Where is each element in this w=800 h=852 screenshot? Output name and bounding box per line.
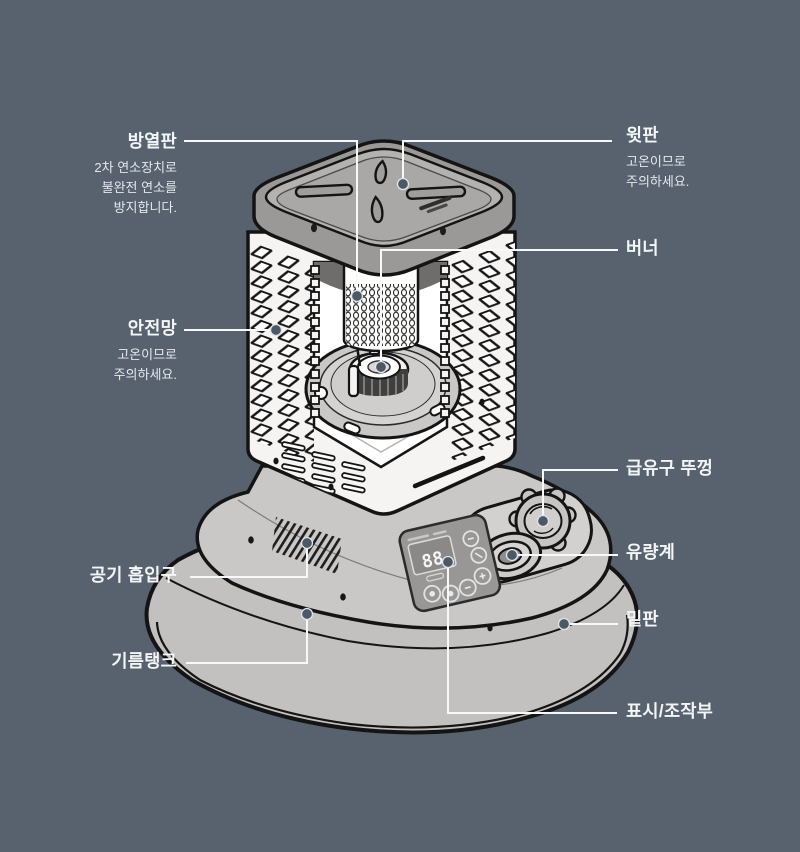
callout-line-heat-shield [184, 140, 358, 290]
callout-dot-air-intake [300, 536, 314, 550]
label-subtitle-line: 불완전 연소를 [101, 180, 177, 196]
display-digits: 88 [420, 548, 446, 573]
callout-dot-control-panel [441, 555, 455, 569]
label-air-intake: 공기 흡입구 [90, 565, 177, 586]
callout-dot-burner [374, 360, 388, 374]
label-subtitle-line: 고온이므로 [626, 154, 686, 169]
label-subtitle-line: 주의하세요. [626, 174, 690, 190]
callout-line-top-plate [402, 140, 612, 178]
callout-dot-top-plate [396, 177, 410, 191]
top-plate [252, 139, 516, 277]
callout-lines [184, 140, 618, 714]
safety-grille-left [248, 240, 314, 463]
label-subtitle: 고온이므로 주의하세요. [626, 152, 689, 192]
callout-line-control-panel [447, 568, 617, 714]
label-subtitle: 2차 연소장치로 불완전 연소를 방지합니다. [94, 158, 177, 218]
label-title: 기름탱크 [111, 651, 177, 671]
label-title: 급유구 뚜껑 [626, 458, 714, 478]
base-plate-rim [155, 614, 629, 729]
callout-line-air-intake [190, 549, 308, 578]
top-plate-slots [294, 159, 467, 224]
safety-grille-right [449, 239, 515, 462]
callout-line-oil-tank [186, 620, 308, 664]
callout-dot-heat-shield [350, 289, 364, 303]
callout-dot-base-plate [557, 617, 571, 631]
label-subtitle-line: 방지합니다. [113, 200, 177, 216]
label-oil-tank: 기름탱크 [111, 651, 177, 672]
lower-slot [412, 455, 486, 489]
label-title: 유량계 [626, 542, 676, 562]
label-title: 방열판 [127, 131, 177, 151]
label-heat-shield: 방열판 2차 연소장치로 불완전 연소를 방지합니다. [94, 131, 177, 218]
callout-dot-safety-grille [269, 323, 283, 337]
callout-dot-fuel-gauge [505, 548, 519, 562]
label-safety-grille: 안전망 고온이므로 주의하세요. [114, 318, 177, 385]
callout-dots [269, 177, 571, 631]
label-subtitle: 고온이므로 주의하세요. [114, 345, 177, 385]
label-subtitle-line: 2차 연소장치로 [94, 160, 177, 175]
label-title: 안전망 [127, 318, 177, 338]
callout-dot-fuel-cap [536, 514, 550, 528]
label-title: 버너 [626, 238, 659, 258]
window-comb-edges [310, 265, 450, 418]
label-base-plate: 밑판 [626, 609, 659, 630]
label-title: 밑판 [626, 609, 659, 629]
callout-dot-oil-tank [300, 607, 314, 621]
label-fuel-cap: 급유구 뚜껑 [626, 458, 713, 479]
label-control-panel: 표시/조작부 [626, 701, 713, 722]
label-subtitle-line: 주의하세요. [113, 367, 177, 383]
label-subtitle-line: 고온이므로 [117, 347, 177, 362]
label-fuel-gauge: 유량계 [626, 542, 675, 563]
label-top-plate: 윗판 고온이므로 주의하세요. [626, 125, 689, 192]
collar-screws [311, 223, 446, 236]
callout-line-burner [380, 249, 618, 361]
burner [304, 335, 462, 440]
label-title: 공기 흡입구 [89, 565, 177, 585]
body-screws [273, 398, 485, 491]
callout-line-fuel-cap [542, 469, 618, 515]
label-burner: 버너 [626, 238, 659, 259]
label-title: 윗판 [626, 125, 659, 145]
brand-mark [419, 195, 452, 214]
label-title: 표시/조작부 [626, 701, 714, 721]
